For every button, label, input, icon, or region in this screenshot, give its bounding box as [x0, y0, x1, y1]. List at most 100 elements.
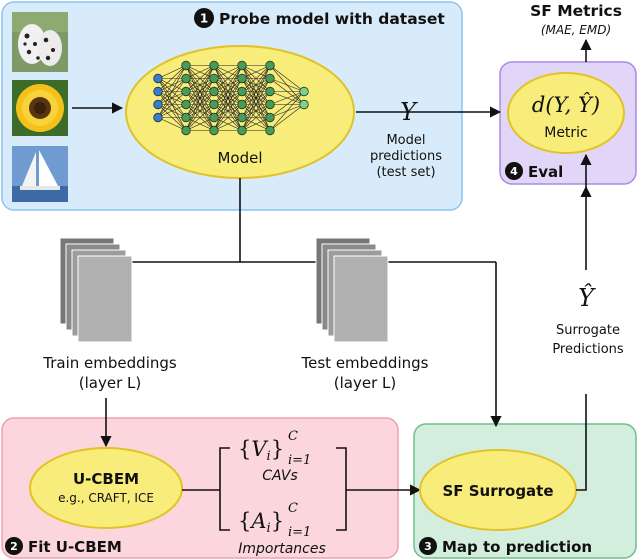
network-edge — [269, 65, 305, 92]
network-node — [209, 73, 219, 84]
dalmatian-image — [12, 12, 68, 72]
network-node — [209, 99, 219, 110]
network-edge — [269, 91, 305, 118]
network-edge — [157, 117, 187, 131]
network-edge — [269, 91, 305, 105]
surrogate-output-line — [576, 394, 587, 491]
network-node — [153, 112, 163, 123]
network-edge — [157, 65, 187, 92]
network-edge — [213, 65, 243, 92]
metric-formula: d(Y, Ŷ) — [532, 93, 600, 117]
sf-surrogate-label: SF Surrogate — [442, 482, 553, 500]
network-node — [181, 99, 191, 110]
network-edge — [157, 104, 187, 118]
network-edge — [241, 117, 271, 131]
predictions-line2: predictions — [370, 149, 442, 164]
network-node — [265, 125, 275, 136]
left-bracket — [219, 447, 230, 531]
network-edge — [241, 65, 271, 79]
svg-text:Fit U-CBEM: Fit U-CBEM — [28, 538, 122, 556]
svg-text:i=1: i=1 — [288, 525, 311, 540]
network-node — [181, 73, 191, 84]
network-node — [153, 73, 163, 84]
cavs-label: CAVs — [262, 468, 298, 484]
network-node — [265, 86, 275, 97]
network-edge — [185, 117, 215, 131]
network-edge — [157, 65, 187, 79]
network-edge — [157, 78, 187, 118]
network-edge — [241, 65, 271, 118]
network-node — [181, 86, 191, 97]
network-edge — [269, 78, 305, 92]
metric-ellipse — [507, 72, 625, 154]
test-embeddings-label: Test embeddings — [301, 354, 429, 372]
network-edge — [241, 78, 271, 131]
svg-text:2: 2 — [10, 540, 18, 553]
network-node — [181, 125, 191, 136]
predictions-line1: Model — [386, 133, 425, 148]
network-node — [299, 86, 309, 97]
network-node — [209, 60, 219, 71]
network-node — [237, 60, 247, 71]
ucbem-subtitle: e.g., CRAFT, ICE — [58, 491, 154, 505]
svg-text:{Vi}: {Vi} — [238, 437, 284, 464]
network-node — [181, 60, 191, 71]
fit-title: 2 Fit U-CBEM — [5, 537, 122, 556]
sf-metrics-subtitle: (MAE, EMD) — [541, 23, 611, 37]
network-edge — [241, 65, 271, 105]
network-node — [209, 125, 219, 136]
probe-title: 1 Probe model with dataset — [194, 8, 445, 28]
network-edge — [241, 104, 271, 131]
network-edge — [157, 65, 187, 105]
network-edge — [157, 91, 187, 118]
svg-text:1: 1 — [200, 12, 208, 26]
sailboat-image — [12, 146, 68, 202]
neural-network-icon — [153, 60, 309, 136]
model-label: Model — [217, 149, 262, 167]
network-edge — [157, 65, 187, 118]
network-edge — [185, 104, 215, 131]
network-node — [153, 99, 163, 110]
network-node — [265, 73, 275, 84]
svg-text:C: C — [288, 429, 298, 444]
network-node — [237, 125, 247, 136]
metric-label: Metric — [544, 125, 588, 141]
svg-text:4: 4 — [510, 165, 518, 178]
network-edge — [185, 65, 215, 79]
svg-text:Map to prediction: Map to prediction — [442, 538, 592, 556]
importances-set-formula: {Ai} C i=1 — [238, 501, 311, 540]
ucbem-title: U-CBEM — [73, 470, 139, 488]
network-edge — [185, 65, 215, 105]
sunflower-image — [12, 80, 68, 136]
surrogate-predictions-line1: Surrogate — [556, 323, 620, 338]
importances-label: Importances — [238, 541, 326, 557]
network-edge — [269, 91, 305, 131]
network-edge — [241, 91, 271, 131]
network-node — [299, 99, 309, 110]
sf-metrics-title: SF Metrics — [530, 2, 622, 20]
network-edge — [269, 104, 305, 131]
network-node — [153, 86, 163, 97]
network-node — [265, 60, 275, 71]
svg-text:{Ai}: {Ai} — [238, 509, 284, 536]
network-edge — [213, 65, 243, 131]
test-embeddings-stack — [315, 237, 389, 343]
surrogate-symbol: Ŷ — [578, 283, 596, 312]
svg-text:i=1: i=1 — [288, 453, 311, 468]
network-node — [237, 99, 247, 110]
network-edge — [213, 65, 243, 105]
network-edge — [241, 65, 271, 92]
network-edge — [185, 65, 215, 118]
ucbem-ellipse — [29, 447, 183, 529]
network-edge — [213, 91, 243, 131]
network-edge — [185, 91, 215, 131]
network-node — [237, 73, 247, 84]
network-edge — [185, 78, 215, 131]
right-bracket — [336, 447, 347, 531]
map-title: 3 Map to prediction — [419, 537, 592, 556]
train-embeddings-layer: (layer L) — [79, 374, 141, 392]
network-edge — [213, 65, 243, 79]
svg-text:Probe model with dataset: Probe model with dataset — [219, 10, 445, 28]
network-node — [237, 112, 247, 123]
